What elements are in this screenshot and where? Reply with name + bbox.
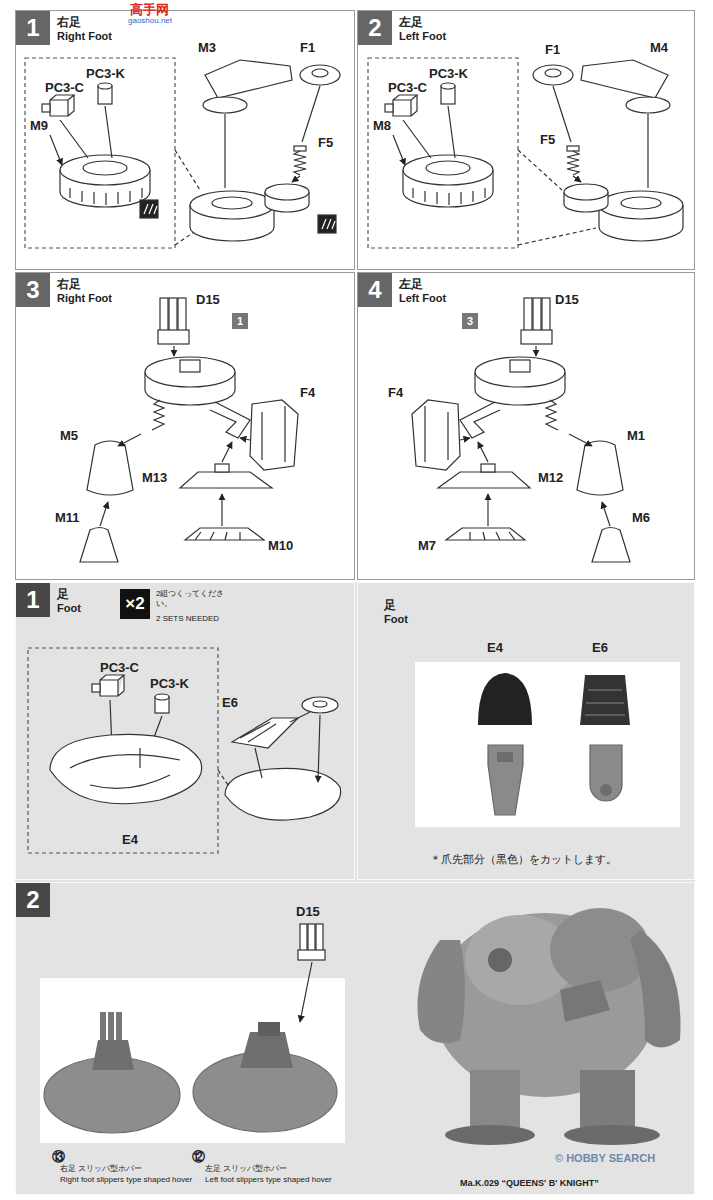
part-number: PC3-K — [150, 676, 189, 691]
quantity-badge: ×2 — [120, 589, 150, 619]
part-number: M13 — [142, 470, 167, 485]
part-number: M10 — [268, 538, 293, 553]
part-number: PC3-K — [429, 66, 468, 81]
part-number: M4 — [650, 40, 668, 55]
step-heading: Left Foot — [399, 292, 446, 304]
part-number: M3 — [198, 40, 216, 55]
step-reference: 3 — [462, 313, 478, 329]
part-number: E6 — [592, 640, 608, 655]
photo-caption: 右足 スリッパ型ホバー — [60, 1163, 142, 1174]
part-number: M5 — [60, 428, 78, 443]
part-number: F1 — [545, 42, 560, 57]
step-number: 2 — [358, 11, 392, 45]
quantity-note: 2組つくってください。 — [156, 589, 234, 608]
step-panel: 3 右足Right Foot — [15, 272, 355, 580]
callout-number: ⑫ — [192, 1148, 205, 1166]
part-number: PC3-C — [100, 660, 139, 675]
part-number: M6 — [632, 510, 650, 525]
step-panel: 2 — [15, 882, 695, 1195]
part-number: E6 — [222, 695, 238, 710]
instruction-note: ＊爪先部分（黒色）をカットします。 — [430, 852, 617, 867]
step-reference: 1 — [232, 313, 248, 329]
part-number: PC3-C — [45, 80, 84, 95]
step-heading: Right Foot — [57, 292, 112, 304]
part-number: M11 — [55, 510, 80, 525]
part-number: E4 — [122, 832, 138, 847]
part-number: M12 — [538, 470, 563, 485]
step-panel: 足Foot — [357, 582, 695, 880]
part-number: D15 — [196, 292, 220, 307]
step-number: 1 — [16, 583, 50, 617]
step-heading: Right Foot — [57, 30, 112, 42]
quantity-note: 2 SETS NEEDED — [156, 614, 219, 623]
part-number: M9 — [30, 118, 48, 133]
part-number: D15 — [555, 292, 579, 307]
step-number: 1 — [16, 11, 50, 45]
watermark: © HOBBY SEARCH — [555, 1152, 655, 1164]
step-number: 4 — [358, 273, 392, 307]
part-number: F4 — [388, 385, 403, 400]
part-number: F4 — [300, 385, 315, 400]
step-panel: 2 左足Left Foot — [357, 10, 695, 270]
step-heading: Foot — [384, 613, 408, 625]
part-number: M7 — [418, 538, 436, 553]
step-heading: Left Foot — [399, 30, 446, 42]
part-number: F1 — [300, 40, 315, 55]
step-number: 2 — [16, 883, 50, 917]
step-heading: 左足 — [399, 276, 423, 293]
step-heading: 右足 — [57, 14, 81, 31]
part-number: D15 — [296, 904, 320, 919]
step-heading: Foot — [57, 602, 81, 614]
step-heading: 右足 — [57, 276, 81, 293]
part-number: M1 — [627, 428, 645, 443]
photo-caption: Right foot slippers type shaped hover — [60, 1175, 192, 1184]
part-number: F5 — [318, 135, 333, 150]
step-number: 3 — [16, 273, 50, 307]
part-number: E4 — [487, 640, 503, 655]
photo-caption: Left foot slippers type shaped hover — [205, 1175, 332, 1184]
part-number: M8 — [373, 118, 391, 133]
step-panel: 4 左足Left Foot — [357, 272, 695, 580]
model-caption: Ma.K.029 “QUEENS' B' KNIGHT” — [460, 1178, 599, 1188]
part-number: PC3-K — [86, 66, 125, 81]
callout-number: ⑬ — [52, 1148, 65, 1166]
photo-caption: 左足 スリッパ型ホバー — [205, 1163, 287, 1174]
part-number: PC3-C — [388, 80, 427, 95]
step-heading: 足 — [384, 597, 396, 614]
watermark: gaoshou.net — [128, 16, 172, 25]
step-heading: 足 — [57, 586, 69, 603]
step-panel: 1足Foot — [15, 582, 355, 880]
step-heading: 左足 — [399, 14, 423, 31]
part-number: F5 — [540, 132, 555, 147]
